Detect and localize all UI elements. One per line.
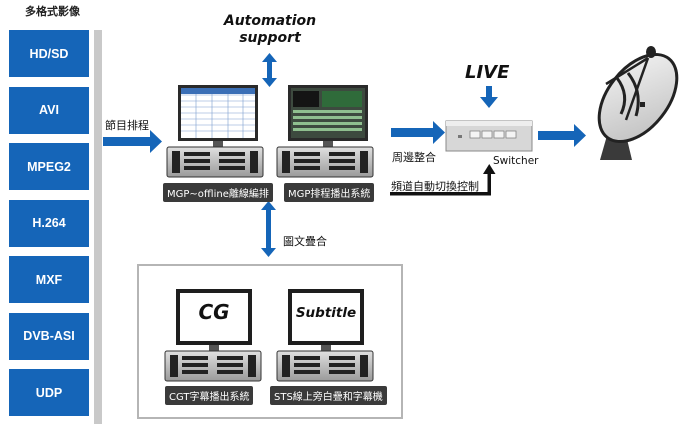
arrow-graphic-overlay [261,201,276,257]
arrow-to-switcher [391,121,445,144]
format-item: HD/SD [9,30,89,77]
control-line [390,164,496,196]
arrow-schedule [103,130,162,153]
caption-offline-editing: MGP~offline離線編排 [163,183,273,202]
label-graphic-overlay: 圖文疊合 [283,235,327,248]
format-item: DVB-ASI [9,312,89,360]
arrow-to-dish [538,124,586,147]
subtitle-screen-text: Subtitle [295,305,357,321]
label-automation: Automation support [223,13,317,46]
caption-cgt: CGT字幕播出系統 [165,386,254,405]
label-program-schedule: 節目排程 [105,119,149,132]
label-edge-integration: 周邊整合 [392,151,436,164]
format-item: AVI [9,86,89,134]
arrow-automation [262,53,277,87]
graphic-overlay-box [137,264,403,419]
subtitle-workstation [276,289,374,382]
cg-screen-text: CG [198,300,230,324]
format-item: MXF [9,256,89,303]
format-bus-bar [94,30,102,424]
caption-sts: STS線上旁白疊和字幕機 [270,386,387,405]
format-item: MPEG2 [9,143,89,190]
satellite-dish-icon [597,46,679,160]
server-offline [166,85,264,178]
caption-playout: MGP排程播出系統 [284,183,375,202]
switcher-device [445,120,533,152]
formats-title: 多格式影像 [25,5,80,18]
arrow-live [480,86,498,108]
format-item: UDP [9,369,89,416]
format-item: H.264 [9,199,89,247]
label-live: LIVE [465,62,510,83]
label-channel-control: 頻道自動切換控制 [391,180,479,193]
label-switcher: Switcher [493,155,539,167]
cg-workstation [164,289,262,382]
server-playout [276,85,374,178]
